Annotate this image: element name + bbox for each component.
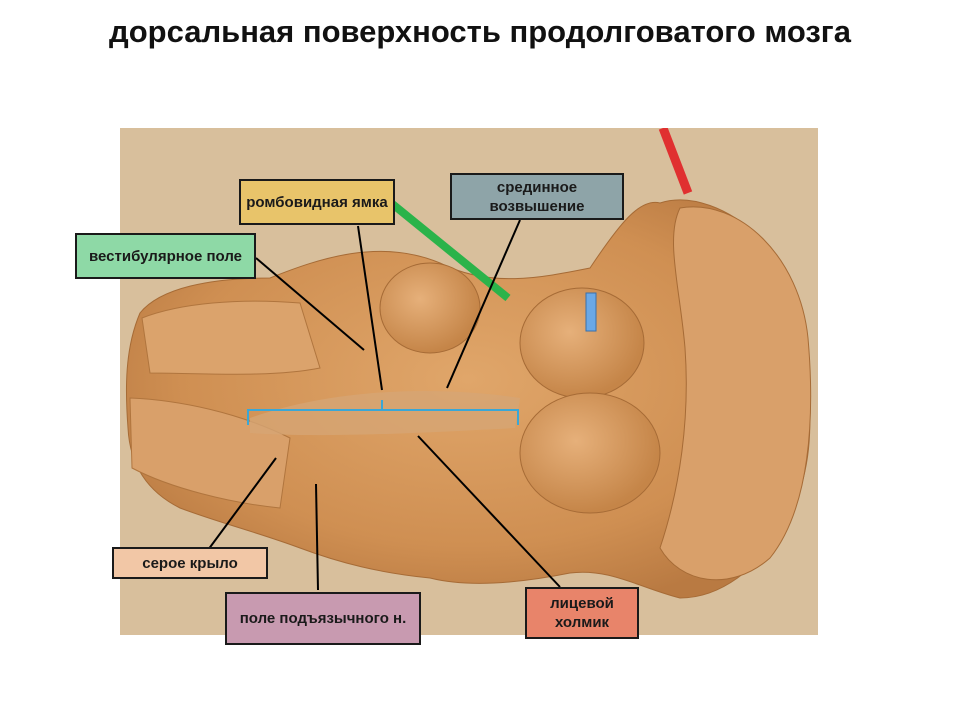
colliculus-inferior bbox=[519, 392, 661, 514]
page-title: дорсальная поверхность продолговатого мо… bbox=[109, 14, 851, 49]
label-hypoglossal-field: поле подъязычного н. bbox=[225, 592, 421, 645]
red-pin bbox=[658, 128, 693, 195]
leader-vestibular bbox=[255, 257, 365, 351]
right-mass bbox=[659, 206, 812, 581]
label-median-eminence: срединное возвышение bbox=[450, 173, 624, 220]
blue-pin bbox=[585, 292, 597, 332]
leader-hypoglossal bbox=[315, 483, 319, 591]
rhomboid-floor bbox=[250, 390, 520, 436]
leader-grey-wing bbox=[207, 457, 277, 551]
label-vestibular-area: вестибулярное поле bbox=[75, 233, 256, 279]
label-grey-wing: серое крыло bbox=[112, 547, 268, 579]
peduncle-upper bbox=[379, 262, 481, 354]
leader-median bbox=[446, 219, 521, 389]
label-facial-colliculus: лицевой холмик bbox=[525, 587, 639, 639]
green-pin bbox=[382, 194, 511, 302]
brainstem-photo bbox=[120, 128, 818, 635]
rhomboid-bracket bbox=[247, 400, 519, 425]
label-rhomboid-fossa: ромбовидная ямка bbox=[239, 179, 395, 225]
upper-column bbox=[141, 300, 321, 375]
leader-facial bbox=[417, 435, 561, 588]
leader-rhomboid bbox=[357, 225, 383, 391]
